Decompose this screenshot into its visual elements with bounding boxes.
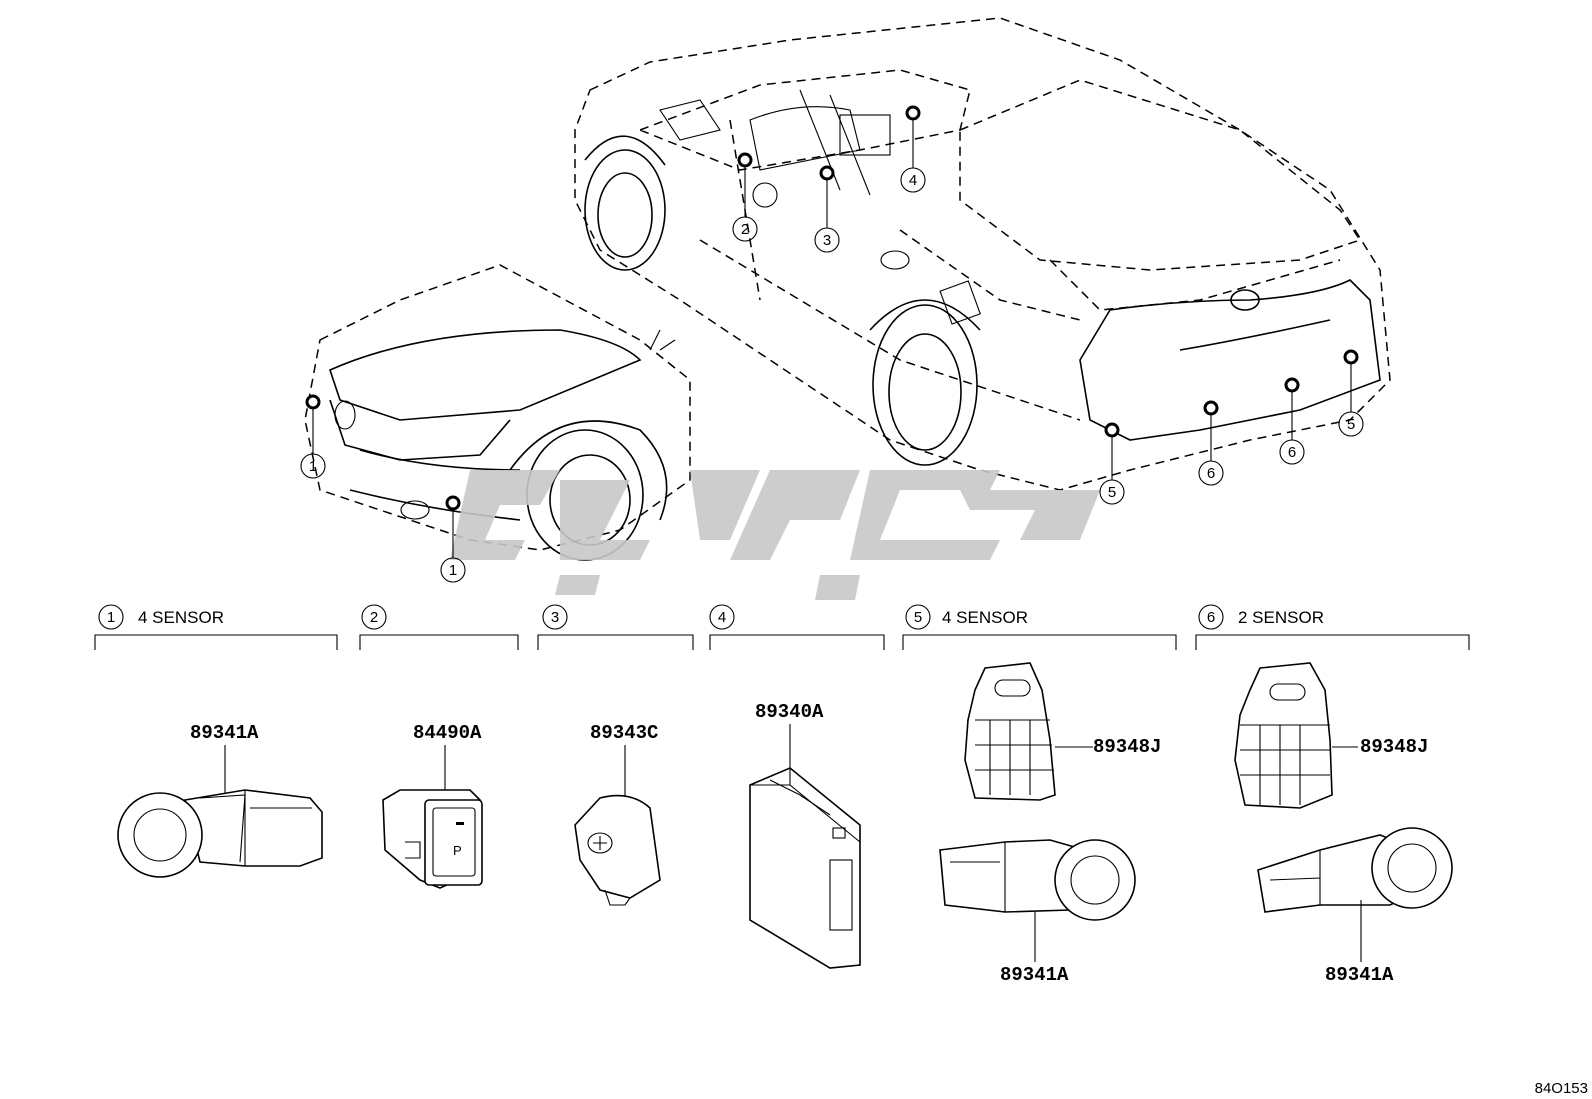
part-number-89341A: 89341A xyxy=(190,722,259,744)
group-2-header: 2 xyxy=(359,604,519,650)
part-84490A-group2[interactable]: 84490A P xyxy=(382,722,483,889)
part-number-84490A: 84490A xyxy=(413,722,482,744)
rear-car-illustration xyxy=(574,17,1391,491)
group-6-title: 2 SENSOR xyxy=(1238,608,1324,627)
part-number-89343C: 89343C xyxy=(590,722,658,744)
part-number-89348J-a: 89348J xyxy=(1093,736,1161,758)
part-number-89340A: 89340A xyxy=(755,701,824,723)
car-callout-2: 2 xyxy=(741,221,749,238)
car-callout-6a: 6 xyxy=(1207,465,1215,482)
part-89340A-group4[interactable]: 89340A xyxy=(749,701,861,969)
group-6-header: 6 2 SENSOR xyxy=(1195,604,1470,650)
svg-text:5: 5 xyxy=(914,609,922,626)
car-callout-labels: 2 3 4 1 1 5 5 6 6 xyxy=(300,167,1364,583)
switch-symbol: P xyxy=(453,843,462,858)
part-89348J-group6[interactable]: 89348J xyxy=(1234,662,1428,809)
part-number-89348J-b: 89348J xyxy=(1360,736,1428,758)
part-number-89341A-b: 89341A xyxy=(1000,964,1069,986)
svg-text:4: 4 xyxy=(718,609,726,626)
svg-text:2: 2 xyxy=(370,609,378,626)
group-5-title: 4 SENSOR xyxy=(942,608,1028,627)
part-89341A-group5[interactable]: 89341A xyxy=(939,839,1136,986)
diagram-code: 84O153 xyxy=(1535,1080,1588,1097)
car-callout-1b: 1 xyxy=(449,562,457,579)
svg-text:1: 1 xyxy=(107,609,115,626)
svg-text:3: 3 xyxy=(551,609,559,626)
part-number-89341A-c: 89341A xyxy=(1325,964,1394,986)
watermark-logo xyxy=(450,470,1100,600)
location-markers xyxy=(305,105,1359,558)
part-89341A-group6[interactable]: 89341A xyxy=(1257,827,1453,986)
part-89348J-group5[interactable]: 89348J xyxy=(964,662,1161,801)
group-1-title: 4 SENSOR xyxy=(138,608,224,627)
svg-text:6: 6 xyxy=(1207,609,1215,626)
car-callout-4: 4 xyxy=(909,172,917,189)
car-callout-3: 3 xyxy=(823,232,831,249)
part-89341A-group1[interactable]: 89341A xyxy=(117,722,323,878)
group-1-header: 1 4 SENSOR xyxy=(94,604,338,650)
front-car-illustration xyxy=(304,264,691,561)
car-callout-5a: 5 xyxy=(1108,484,1116,501)
car-callout-5b: 5 xyxy=(1347,416,1355,433)
car-callout-1a: 1 xyxy=(309,458,317,475)
car-callout-6b: 6 xyxy=(1288,444,1296,461)
group-5-header: 5 4 SENSOR xyxy=(902,604,1177,650)
group-4-header: 4 xyxy=(709,604,885,650)
group-3-header: 3 xyxy=(537,604,694,650)
part-89343C-group3[interactable]: 89343C xyxy=(574,722,661,906)
